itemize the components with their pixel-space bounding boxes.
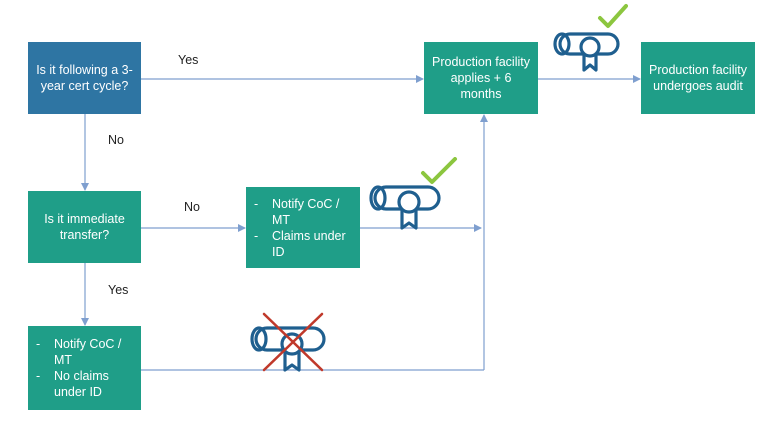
certificate-check-icon xyxy=(553,4,628,72)
process-applies: Production facility applies + 6 months xyxy=(424,42,538,114)
process-notify-noclaims: Notify CoC / MT No claims under ID xyxy=(28,326,141,410)
process-audit-text: Production facility undergoes audit xyxy=(649,63,747,93)
label-immediate-no: No xyxy=(184,200,200,214)
notify-noclaims-item: Notify CoC / MT xyxy=(34,336,135,368)
decision-cert-cycle: Is it following a 3-year cert cycle? xyxy=(28,42,141,114)
label-cert-no: No xyxy=(108,133,124,147)
notify-noclaims-item: No claims under ID xyxy=(34,368,135,400)
process-audit: Production facility undergoes audit xyxy=(641,42,755,114)
certificate-check-icon xyxy=(369,157,457,230)
notify-claims-item: Claims under ID xyxy=(252,228,354,260)
label-cert-yes: Yes xyxy=(178,53,199,67)
notify-claims-list: Notify CoC / MT Claims under ID xyxy=(252,196,354,260)
notify-noclaims-list: Notify CoC / MT No claims under ID xyxy=(34,336,135,400)
process-applies-text: Production facility applies + 6 months xyxy=(432,55,530,101)
label-immediate-yes: Yes xyxy=(108,283,129,297)
decision-immediate-transfer-text: Is it immediate transfer? xyxy=(44,212,125,242)
decision-cert-cycle-text: Is it following a 3-year cert cycle? xyxy=(36,63,133,93)
decision-immediate-transfer: Is it immediate transfer? xyxy=(28,191,141,263)
certificate-cross-icon xyxy=(250,312,326,372)
notify-claims-item: Notify CoC / MT xyxy=(252,196,354,228)
process-notify-claims: Notify CoC / MT Claims under ID xyxy=(246,187,360,268)
